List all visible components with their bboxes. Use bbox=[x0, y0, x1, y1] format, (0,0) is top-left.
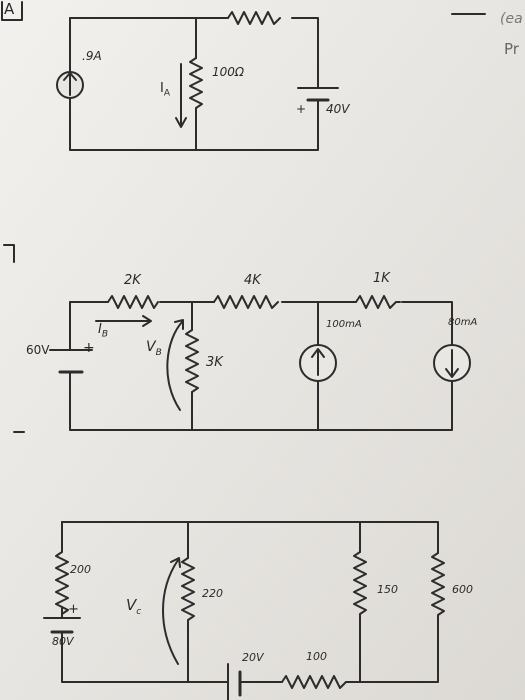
circuit-b-r-shunt-label: 3K bbox=[206, 355, 223, 370]
circuit-c-resistor-150 bbox=[353, 551, 367, 621]
circuit-c-r-left-label: 200 bbox=[70, 563, 91, 576]
circuit-b-wires bbox=[69, 301, 453, 431]
circuit-b-voltage-sub: B bbox=[155, 347, 162, 358]
circuit-c-battery-20v bbox=[227, 663, 242, 700]
circuit-b-r1-label: 2K bbox=[124, 273, 141, 288]
circuit-c-voltage-arrow bbox=[162, 557, 181, 665]
circuit-c-wires bbox=[61, 521, 439, 683]
circuit-c-r-mid-label: 220 bbox=[202, 587, 223, 600]
circuit-b-current-sub: B bbox=[101, 329, 109, 340]
circuit-c-r-bottom-label: 100 bbox=[306, 650, 327, 663]
circuit-b-source-80ma bbox=[433, 344, 471, 382]
corner-box bbox=[1, 1, 23, 21]
circuit-c-r-right1-label: 150 bbox=[377, 583, 398, 596]
circuit-b-current-arrow bbox=[95, 315, 152, 327]
circuit-c-resistor-200 bbox=[55, 551, 69, 615]
circuit-a-top-resistor bbox=[227, 11, 281, 25]
circuit-a-source-label: .9A bbox=[82, 49, 102, 63]
circuit-a-current-arrow bbox=[175, 63, 187, 128]
circuit-b-battery-label: 60V bbox=[26, 343, 50, 357]
margin-note-mid: Pr bbox=[504, 40, 519, 58]
circuit-c-battery-plus: + bbox=[68, 602, 79, 617]
circuit-c-resistor-100 bbox=[281, 675, 347, 689]
corner-label: A bbox=[4, 0, 15, 18]
circuit-a-battery-40v bbox=[297, 87, 339, 102]
circuit-b-r3-label: 1K bbox=[373, 271, 390, 286]
circuit-a-battery-label: 40V bbox=[326, 102, 350, 116]
circuit-b-current-label: IB bbox=[98, 322, 109, 340]
circuit-b-source1-label: 100mA bbox=[326, 319, 362, 330]
margin-bracket bbox=[3, 244, 15, 263]
circuit-a-current-sub: A bbox=[163, 88, 171, 99]
circuit-b-source2-label: 80mA bbox=[448, 317, 478, 328]
circuit-c-resistor-600 bbox=[431, 552, 445, 621]
circuit-a-resistor-100 bbox=[189, 57, 203, 113]
circuit-b-battery-plus: + bbox=[83, 340, 95, 356]
circuit-b-source-100ma bbox=[299, 344, 337, 382]
circuit-c-r-right2-label: 600 bbox=[452, 583, 473, 596]
circuit-c-voltage-sub: c bbox=[136, 607, 142, 617]
circuit-a-resistor-label: 100Ω bbox=[212, 65, 245, 79]
margin-note-top: (ea bbox=[500, 11, 523, 27]
circuit-a-current-source bbox=[56, 71, 84, 99]
circuit-c-voltage-label: Vc bbox=[126, 596, 142, 617]
circuit-c-battery-80v bbox=[43, 617, 81, 634]
circuit-b-battery-60v bbox=[49, 349, 93, 374]
circuit-a-battery-plus: + bbox=[296, 102, 307, 116]
circuit-b-r2-label: 4K bbox=[244, 273, 261, 288]
circuit-b-resistor-4k bbox=[213, 295, 279, 309]
circuit-b-resistor-1k bbox=[355, 295, 401, 309]
circuit-b-resistor-2k bbox=[107, 295, 159, 309]
circuit-b-voltage-label: VB bbox=[146, 339, 162, 358]
circuit-b-resistor-3k bbox=[185, 329, 199, 399]
circuit-c-battery-bottom-label: 20V bbox=[242, 651, 264, 664]
circuit-a-current-label: IA bbox=[160, 81, 171, 99]
circuit-c-resistor-220 bbox=[181, 557, 195, 627]
circuit-b-voltage-arrow bbox=[166, 319, 184, 411]
circuit-c-battery-left-label: 80V bbox=[52, 635, 74, 648]
